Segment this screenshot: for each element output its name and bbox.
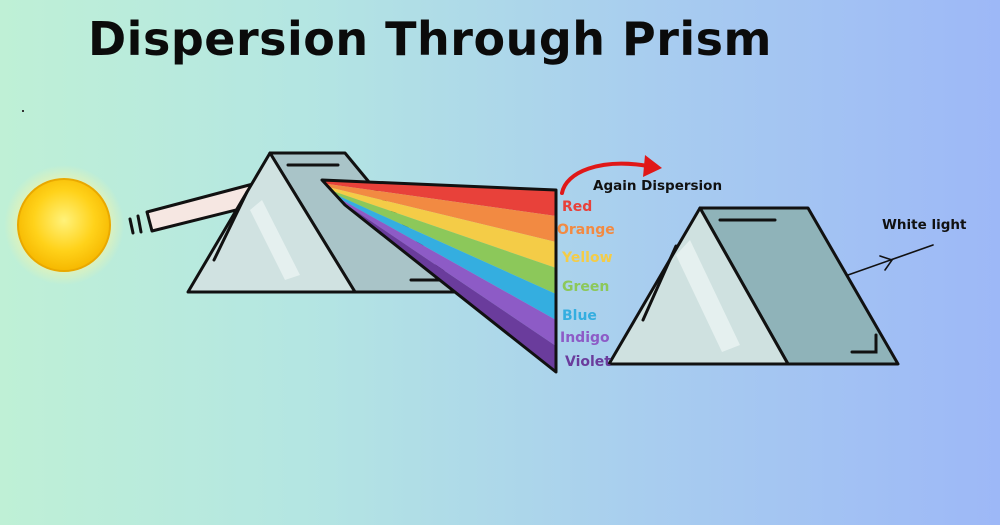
page-title: Dispersion Through Prism [88, 12, 772, 66]
spectrum-label-violet: Violet [565, 354, 611, 370]
spectrum-label-orange: Orange [557, 222, 615, 238]
spectrum-band-green [331, 190, 556, 294]
left-prism-shine [250, 200, 300, 280]
white-light-ray [847, 244, 934, 276]
spectrum-label-green: Green [562, 279, 610, 295]
spectrum-fan-outline [320, 178, 558, 374]
sun-icon [4, 165, 124, 285]
spectrum-band-blue [335, 194, 556, 320]
spectrum-label-blue: Blue [562, 308, 597, 324]
right-prism-shine [676, 240, 740, 352]
spectrum-label-yellow: Yellow [562, 250, 613, 266]
light-ticks [128, 214, 143, 235]
spectrum-band-yellow [328, 187, 556, 268]
spectrum-label-indigo: Indigo [560, 330, 610, 346]
white-light-label: White light [882, 217, 967, 233]
spectrum-label-red: Red [562, 199, 593, 215]
again-dispersion-label: Again Dispersion [593, 178, 723, 194]
spectrum-band-orange [325, 183, 556, 242]
spectrum-fan [320, 178, 558, 374]
stray-dot [22, 110, 24, 112]
spectrum-band-indigo [338, 197, 556, 346]
right-prism-highlights [641, 218, 878, 354]
again-dispersion-arrow [560, 155, 662, 195]
